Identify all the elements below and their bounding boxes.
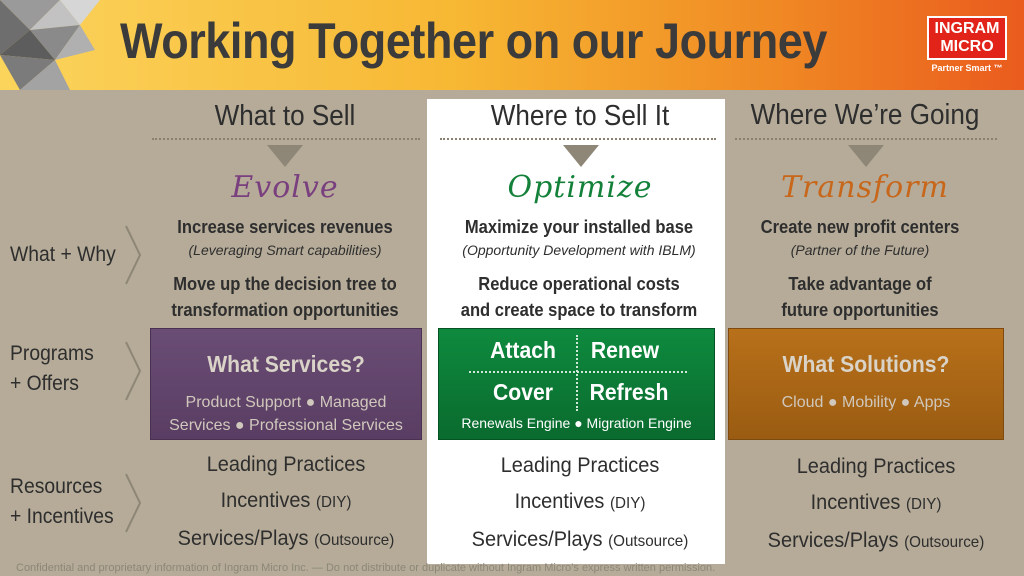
optimize-line-2a: Reduce operational costs <box>478 274 680 294</box>
confidentiality-footer: Confidential and proprietary information… <box>16 562 716 574</box>
what-services-sub-1: Product Support ● Managed <box>185 394 387 411</box>
transform-line-2b: future opportunities <box>781 300 939 320</box>
what-solutions-title: What Solutions? <box>782 351 950 377</box>
stage-optimize: Optimize <box>507 170 653 205</box>
logo-tagline: Partner Smart ™ <box>931 63 1003 73</box>
row-label-resources: Resources+ Incentives <box>10 475 114 528</box>
transform-line-2a: Take advantage of <box>788 274 932 294</box>
grid-divider <box>469 371 687 373</box>
what-solutions-box: What Solutions? Cloud ● Mobility ● Apps <box>728 328 1004 440</box>
header-banner: Working Together on our Journey INGRAM M… <box>0 0 1024 90</box>
page-title: Working Together on our Journey <box>120 13 827 69</box>
stage-evolve: Evolve <box>231 170 339 205</box>
column-head-what-to-sell: What to Sell <box>214 100 356 132</box>
stage-transform: Transform <box>781 170 949 205</box>
optimize-grid-box: Attach Renew Cover Refresh Renewals Engi… <box>438 328 715 440</box>
arrow-down-icon <box>563 145 599 167</box>
divider <box>152 138 420 140</box>
resources-evolve: Leading Practices Incentives (DIY) Servi… <box>177 453 395 550</box>
arrow-down-icon <box>848 145 884 167</box>
optimize-engines: Renewals Engine ● Migration Engine <box>461 415 692 431</box>
what-services-box: What Services? Product Support ● Managed… <box>150 328 422 440</box>
evolve-line-1: Increase services revenues <box>177 217 393 237</box>
resources-transform: Leading Practices Incentives (DIY) Servi… <box>767 455 985 552</box>
chevron-right-icon <box>125 473 142 533</box>
transform-line-1: Create new profit centers <box>760 217 960 237</box>
grid-refresh: Refresh <box>589 379 669 405</box>
evolve-line-2b: transformation opportunities <box>171 300 399 320</box>
divider <box>440 138 716 140</box>
grid-attach: Attach <box>490 337 556 363</box>
row-label-what-why: What + Why <box>10 243 116 266</box>
what-services-sub-2: Services ● Professional Services <box>169 417 403 434</box>
what-services-title: What Services? <box>207 351 365 377</box>
arrow-down-icon <box>267 145 303 167</box>
grid-cover: Cover <box>492 379 553 405</box>
ingram-micro-logo: INGRAM MICRO Partner Smart ™ <box>924 16 1016 76</box>
divider <box>735 138 997 140</box>
chevron-right-icon <box>125 225 142 285</box>
optimize-line-1: Maximize your installed base <box>464 217 694 237</box>
what-solutions-sub: Cloud ● Mobility ● Apps <box>781 394 951 411</box>
column-head-where-going: Where We’re Going <box>750 99 980 131</box>
logo-line-1: INGRAM <box>934 20 1000 37</box>
transform-line-1-sub: (Partner of the Future) <box>790 242 930 258</box>
evolve-line-1-sub: (Leveraging Smart capabilities) <box>188 242 382 258</box>
column-head-where-to-sell: Where to Sell It <box>490 100 670 132</box>
row-label-programs: Programs+ Offers <box>10 342 94 395</box>
grid-divider <box>576 335 578 411</box>
resources-optimize: Leading Practices Incentives (DIY) Servi… <box>471 454 689 551</box>
optimize-line-1-sub: (Opportunity Development with IBLM) <box>462 242 696 258</box>
grid-renew: Renew <box>590 337 660 363</box>
optimize-line-2b: and create space to transform <box>460 300 698 320</box>
chevron-right-icon <box>125 341 142 401</box>
logo-line-2: MICRO <box>940 38 994 55</box>
origami-bird-graphic <box>0 0 100 90</box>
evolve-line-2a: Move up the decision tree to <box>173 274 397 294</box>
